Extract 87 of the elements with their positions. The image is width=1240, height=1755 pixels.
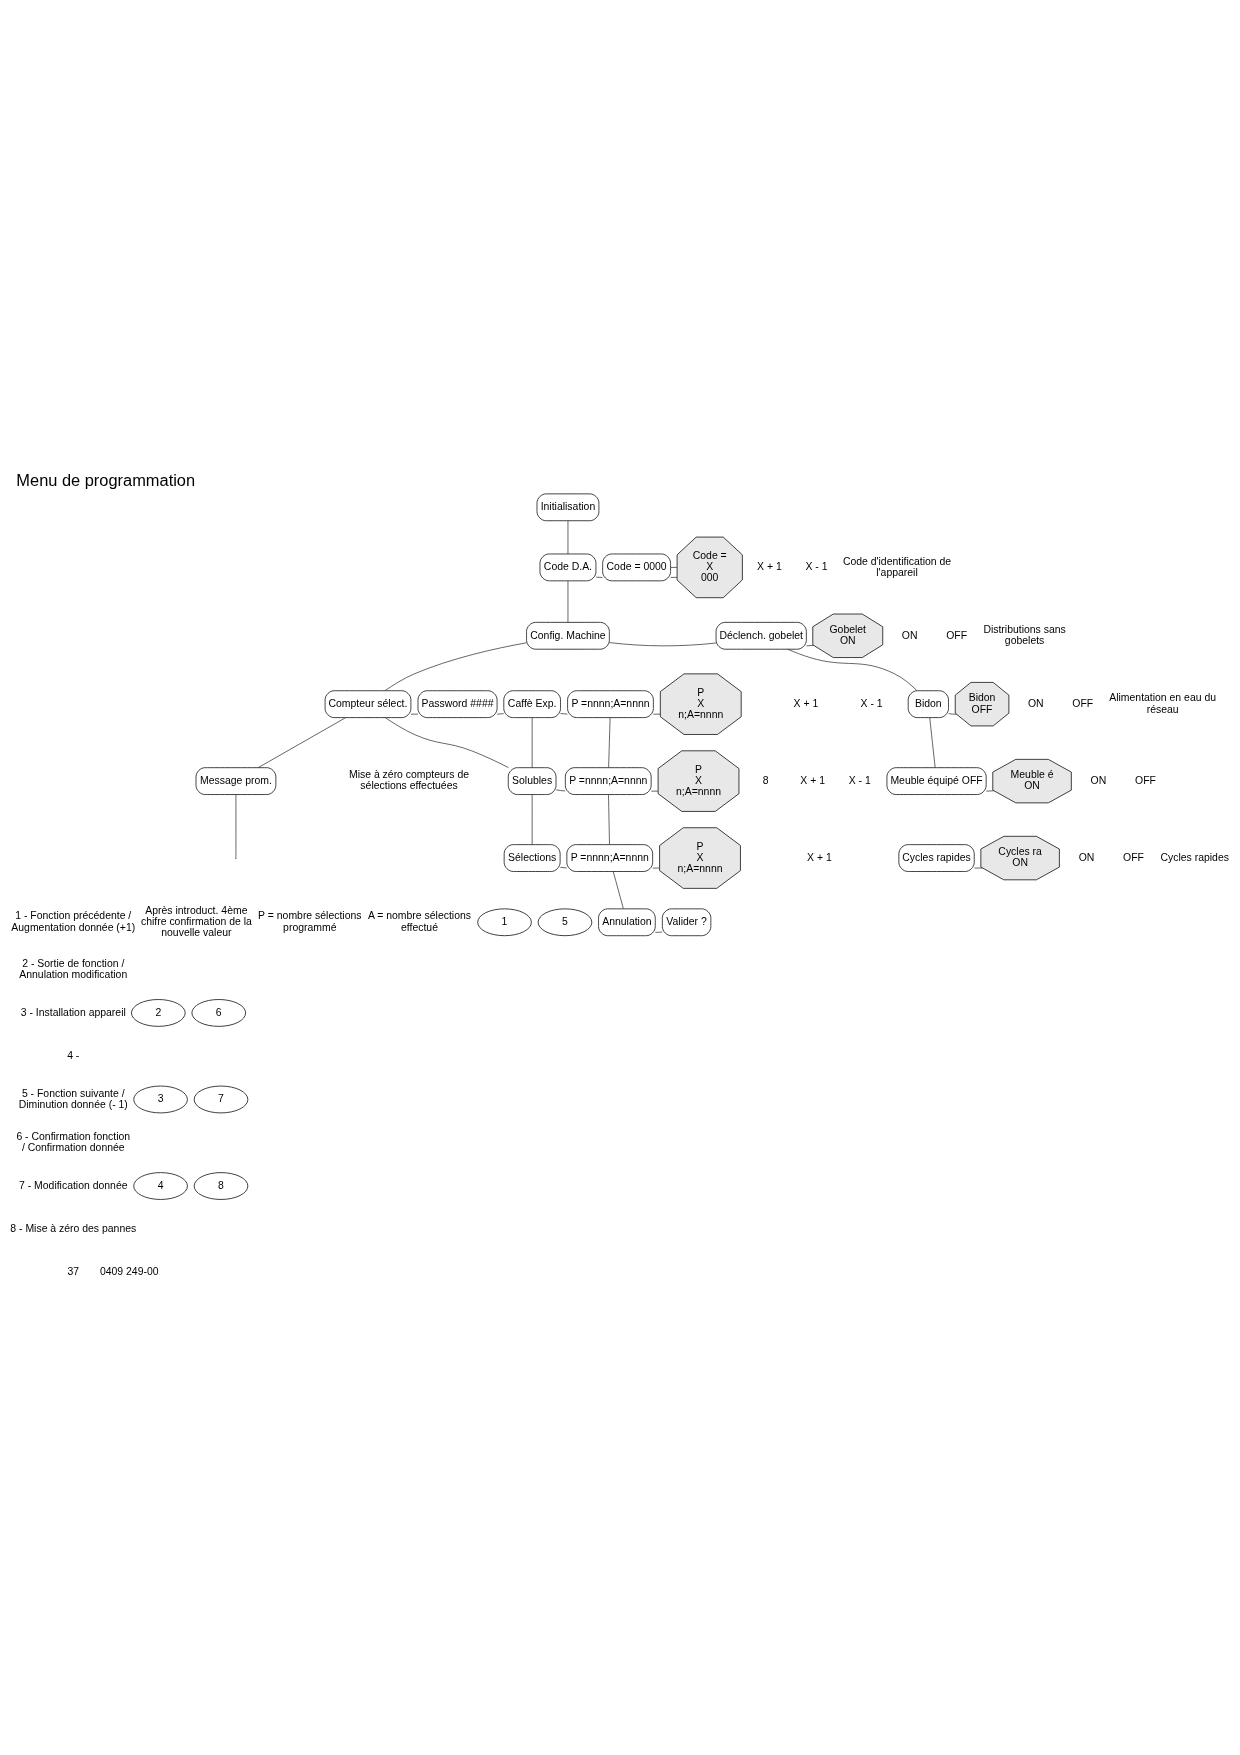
connector xyxy=(948,712,957,715)
connector xyxy=(559,866,568,868)
label: 8 xyxy=(762,774,769,786)
node-ellipse: 4 xyxy=(133,1171,188,1200)
connector xyxy=(531,793,533,845)
label: X + 1 xyxy=(800,774,826,786)
connector xyxy=(806,644,814,646)
connector xyxy=(670,576,678,578)
label: X - 1 xyxy=(805,560,828,572)
node-box: Valider ? xyxy=(661,907,712,936)
label: Mise à zéro compteurs de sélections effectuées xyxy=(348,768,470,791)
connector xyxy=(929,716,936,768)
label: Après introduct. 4ème chifre confirmation de la nouvelle valeur xyxy=(140,904,252,938)
connector xyxy=(531,716,533,768)
node-box: Déclench. gobelet xyxy=(715,621,807,650)
node-box: Compteur sélect. xyxy=(324,689,412,718)
label: ON xyxy=(1027,697,1044,709)
label: ON xyxy=(1090,774,1107,786)
label: ON xyxy=(1078,851,1095,863)
node-box: P =nnnn;A=nnnn xyxy=(564,766,652,795)
node-box: Caffè Exp. xyxy=(503,689,561,718)
connector xyxy=(650,790,659,792)
label: OFF xyxy=(946,629,968,641)
label: 37 xyxy=(67,1265,80,1277)
connector xyxy=(787,648,918,691)
diagram-title: Menu de programmation xyxy=(16,470,196,489)
label: X - 1 xyxy=(860,697,883,709)
connector xyxy=(496,712,505,715)
node-ellipse: 5 xyxy=(537,907,593,936)
connector xyxy=(567,519,569,554)
connector xyxy=(670,566,678,568)
node-box: P =nnnn;A=nnnn xyxy=(566,843,653,872)
connector xyxy=(410,713,419,715)
node-box: Code D.A. xyxy=(539,553,597,581)
connector xyxy=(555,788,566,791)
label: Cycles rapides xyxy=(1160,851,1229,863)
node-box: Solubles xyxy=(507,766,557,795)
label: Alimentation en eau du réseau xyxy=(1109,691,1217,715)
connector xyxy=(384,716,509,768)
label: Distributions sans gobelets xyxy=(983,623,1066,646)
node-ellipse: 3 xyxy=(133,1085,188,1113)
connector xyxy=(608,716,611,768)
label: 6 - Confirmation fonction / Confirmation donnée xyxy=(16,1130,131,1153)
node-ellipse: 1 xyxy=(477,907,532,936)
connector xyxy=(612,870,624,909)
label: X - 1 xyxy=(848,774,871,786)
label: 1 - Fonction précédente / Augmentation donnée (+1) xyxy=(11,909,136,933)
node-box: Message prom. xyxy=(195,766,277,795)
label: OFF xyxy=(1123,851,1144,863)
label: P = nombre sélections programmé xyxy=(258,909,362,933)
connector xyxy=(653,713,661,715)
label: X + 1 xyxy=(793,697,819,709)
node-box: Config. Machine xyxy=(526,621,610,650)
label: 4 - xyxy=(67,1049,80,1061)
node-box: Sélections xyxy=(503,843,561,872)
connector xyxy=(595,576,603,578)
connector xyxy=(985,789,995,792)
connector xyxy=(560,712,568,714)
node-ellipse: 2 xyxy=(131,998,186,1027)
node-box: Code = 0000 xyxy=(602,553,671,581)
connector xyxy=(235,793,237,858)
label: OFF xyxy=(1135,774,1156,786)
connector xyxy=(384,641,527,691)
connector xyxy=(608,793,610,845)
node-box: Annulation xyxy=(598,907,656,936)
node-box: Cycles rapides xyxy=(898,843,975,872)
node-box: Bidon xyxy=(907,689,949,718)
node-ellipse: 7 xyxy=(193,1085,249,1113)
node-box: Meuble équipé OFF xyxy=(886,766,987,795)
node-box: Initialisation xyxy=(536,493,600,521)
connector xyxy=(654,931,663,933)
connector xyxy=(974,867,983,868)
node-box: Password #### xyxy=(417,689,498,718)
label: 0409 249-00 xyxy=(99,1265,159,1277)
node-ellipse: 6 xyxy=(191,998,246,1027)
connector xyxy=(652,867,660,868)
label: X + 1 xyxy=(807,851,832,863)
node-box: P =nnnn;A=nnnn xyxy=(567,689,654,718)
label: OFF xyxy=(1072,697,1094,709)
connector xyxy=(609,641,717,646)
label: Code d'identification de l'appareil xyxy=(842,555,952,578)
label: X + 1 xyxy=(757,560,782,572)
label: ON xyxy=(901,629,918,641)
connector xyxy=(567,580,569,623)
label: 8 - Mise à zéro des pannes xyxy=(10,1222,137,1234)
node-ellipse: 8 xyxy=(193,1171,249,1200)
connector xyxy=(257,716,346,768)
